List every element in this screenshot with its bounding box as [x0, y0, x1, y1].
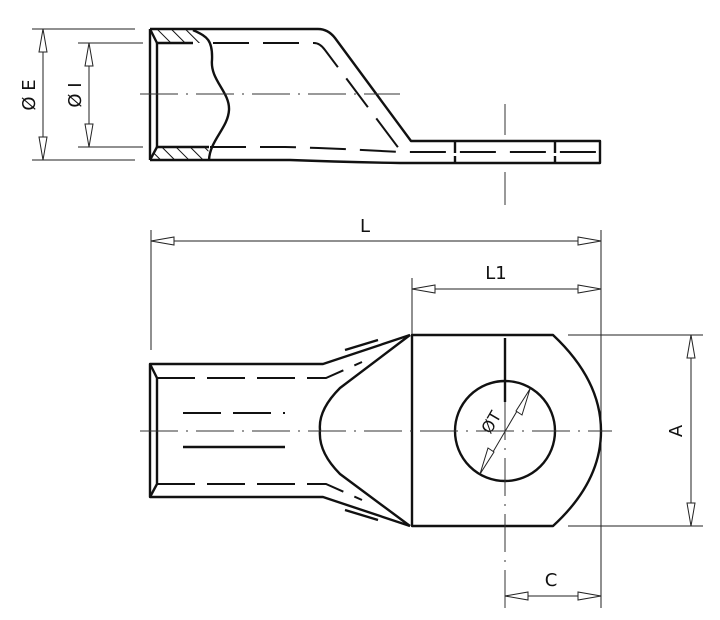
dimension-palm-width: A [568, 334, 703, 527]
dimension-hole-to-end: C [504, 570, 602, 601]
label-inner-diameter: Ø I [65, 82, 86, 107]
label-palm-width: A [666, 424, 687, 437]
label-palm-length: L1 [485, 263, 506, 284]
label-outer-diameter: Ø E [19, 79, 40, 110]
side-outline-top [150, 27, 602, 165]
dimension-inner-diameter: Ø I [65, 42, 143, 148]
label-hole-to-end: C [545, 570, 558, 591]
hidden-line-bottom [210, 146, 600, 153]
dimension-palm-length: L1 [411, 263, 602, 335]
label-stud-hole: ØT [477, 408, 505, 437]
hidden-barrel-top [157, 361, 363, 379]
flare-curve [318, 334, 411, 527]
label-overall-length: L [360, 216, 370, 237]
hatch-bottom-wall [152, 147, 209, 160]
top-view: L L1 ØT [140, 216, 703, 610]
side-view: Ø E Ø I [19, 27, 602, 205]
break-line [192, 28, 231, 161]
hatch-top-wall [152, 30, 203, 43]
side-outline-bottom [150, 158, 500, 165]
dimension-outer-diameter: Ø E [19, 28, 135, 161]
hidden-barrel-bottom [157, 483, 363, 501]
hidden-line-top [213, 42, 401, 151]
